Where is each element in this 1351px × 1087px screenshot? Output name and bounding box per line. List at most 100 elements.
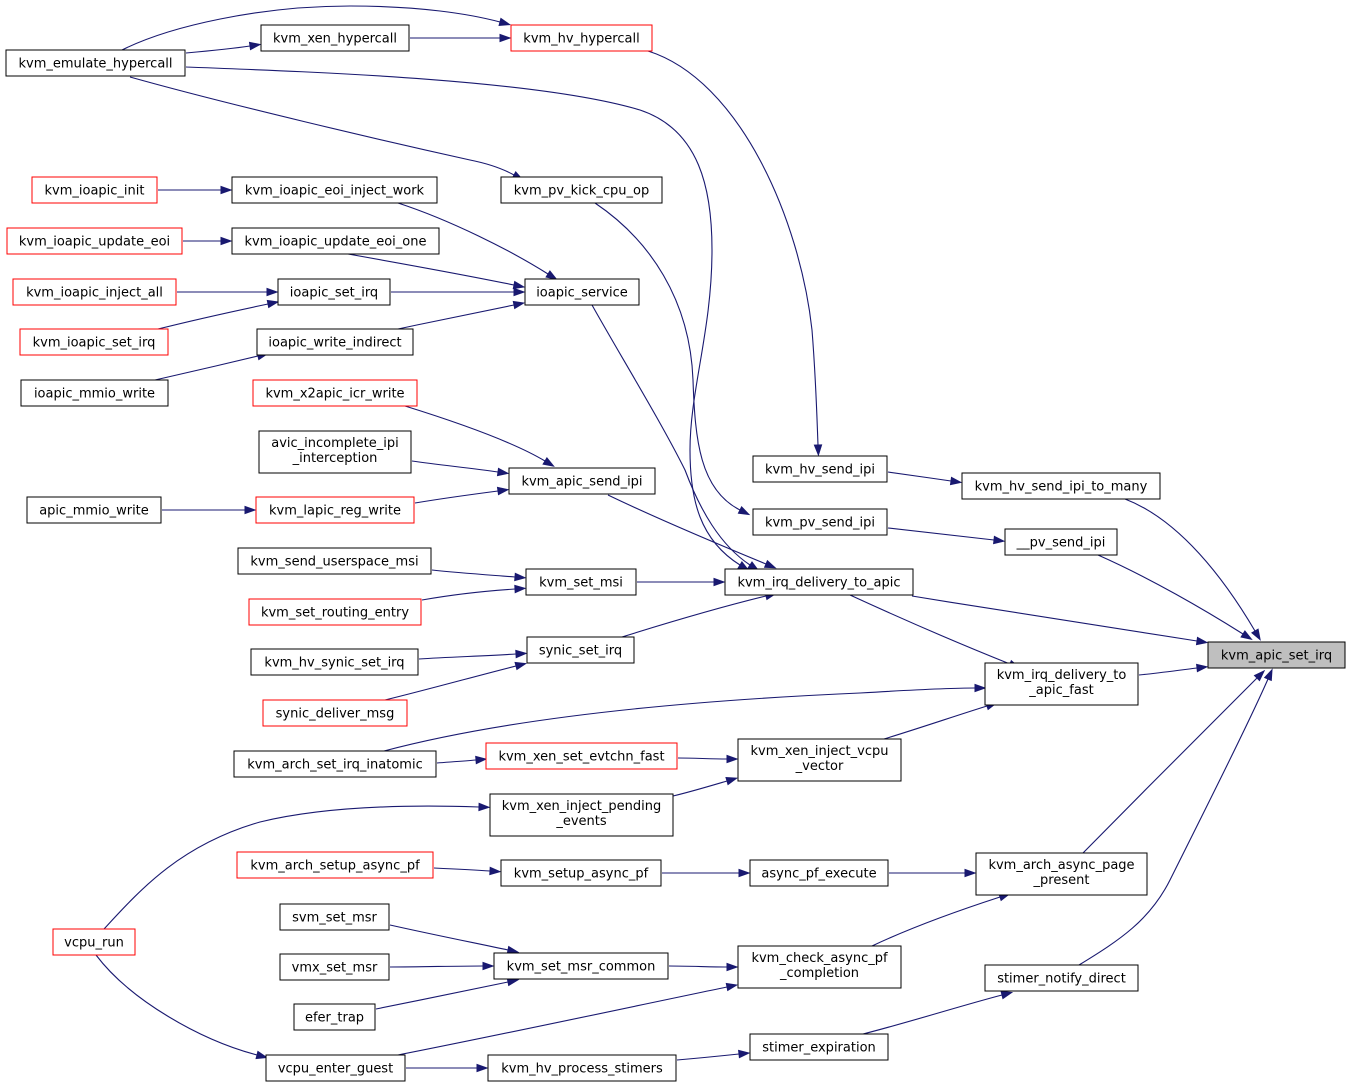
node-__pv_send_ipi[interactable]: __pv_send_ipi — [1004, 528, 1118, 556]
call-edge-kvm_xen_set_evtchn_fast-to-kvm_xen_inject_vcpu_vector — [677, 754, 739, 764]
node-box — [487, 1054, 677, 1082]
node-kvm_ioapic_eoi_inject_work[interactable]: kvm_ioapic_eoi_inject_work — [231, 176, 438, 204]
call-edge-efer_trap-to-kvm_set_msr_common — [375, 977, 520, 1010]
node-kvm_x2apic_icr_write[interactable]: kvm_x2apic_icr_write — [252, 379, 418, 407]
call-edge-kvm_arch_setup_async_pf-to-kvm_setup_async_pf — [433, 866, 502, 876]
node-kvm_xen_hypercall[interactable]: kvm_xen_hypercall — [260, 24, 410, 52]
call-edge-kvm_arch_async_page_present-to-kvm_apic_set_irq — [1082, 669, 1266, 854]
node-ioapic_set_irq[interactable]: ioapic_set_irq — [277, 278, 391, 306]
node-kvm_hv_hypercall[interactable]: kvm_hv_hypercall — [510, 24, 653, 52]
node-svm_set_msr[interactable]: svm_set_msr — [279, 903, 390, 931]
node-kvm_pv_send_ipi[interactable]: kvm_pv_send_ipi — [752, 508, 888, 536]
call-edge-__pv_send_ipi-to-kvm_apic_set_irq — [1097, 554, 1253, 641]
node-kvm_arch_async_page_present[interactable]: kvm_arch_async_page_present — [975, 852, 1148, 896]
node-synic_deliver_msg[interactable]: synic_deliver_msg — [262, 699, 408, 727]
node-box — [277, 278, 391, 306]
node-label: kvm_hv_process_stimers — [501, 1062, 663, 1077]
node-efer_trap[interactable]: efer_trap — [293, 1003, 376, 1031]
node-kvm_set_routing_entry[interactable]: kvm_set_routing_entry — [248, 598, 422, 626]
call-edge-vcpu_run-to-vcpu_enter_guest — [95, 954, 269, 1060]
call-edge-vcpu_run-to-kvm_xen_inject_pending_events — [103, 802, 491, 930]
node-box — [1207, 641, 1346, 669]
node-vmx_set_msr[interactable]: vmx_set_msr — [279, 953, 390, 981]
node-kvm_xen_inject_vcpu_vector[interactable]: kvm_xen_inject_vcpu_vector — [737, 738, 902, 782]
call-edge-ioapic_set_irq-to-ioapic_service — [391, 287, 526, 297]
node-label: kvm_lapic_reg_write — [269, 504, 401, 519]
call-edge-kvm_x2apic_icr_write-to-kvm_apic_send_ipi — [404, 405, 555, 467]
node-box — [262, 699, 408, 727]
node-label: kvm_set_msi — [539, 576, 623, 591]
node-label: _events — [555, 814, 607, 829]
node-box — [975, 852, 1148, 896]
call-edge-kvm_set_msi-to-kvm_irq_delivery_to_apic — [636, 577, 726, 587]
node-label: synic_set_irq — [539, 644, 622, 659]
node-label: kvm_irq_delivery_to — [997, 668, 1127, 683]
node-kvm_arch_set_irq_inatomic[interactable]: kvm_arch_set_irq_inatomic — [233, 750, 437, 778]
node-kvm_xen_set_evtchn_fast[interactable]: kvm_xen_set_evtchn_fast — [485, 742, 678, 770]
call-edge-kvm_ioapic_eoi_inject_work-to-ioapic_service — [397, 202, 558, 281]
node-kvm_check_async_pf_completion[interactable]: kvm_check_async_pf_completion — [737, 945, 902, 989]
call-edge-kvm_check_async_pf_completion-to-kvm_arch_async_page_present — [871, 893, 1011, 947]
node-kvm_apic_send_ipi[interactable]: kvm_apic_send_ipi — [508, 467, 656, 495]
node-kvm_set_msr_common[interactable]: kvm_set_msr_common — [493, 952, 669, 980]
node-box — [1004, 528, 1118, 556]
node-label: kvm_arch_set_irq_inatomic — [247, 758, 422, 773]
node-kvm_arch_setup_async_pf[interactable]: kvm_arch_setup_async_pf — [236, 851, 434, 879]
node-kvm_send_userspace_msi[interactable]: kvm_send_userspace_msi — [237, 547, 432, 575]
node-box — [260, 24, 410, 52]
node-kvm_ioapic_update_eoi[interactable]: kvm_ioapic_update_eoi — [6, 227, 183, 255]
node-vcpu_enter_guest[interactable]: vcpu_enter_guest — [265, 1054, 406, 1082]
node-stimer_notify_direct[interactable]: stimer_notify_direct — [984, 964, 1139, 992]
node-label: kvm_apic_send_ipi — [521, 475, 642, 490]
node-box — [279, 953, 390, 981]
call-edge-synic_deliver_msg-to-synic_set_irq — [384, 661, 528, 701]
node-label: kvm_check_async_pf — [751, 951, 888, 966]
node-box — [485, 742, 678, 770]
node-kvm_irq_delivery_to_apic[interactable]: kvm_irq_delivery_to_apic — [724, 568, 914, 596]
node-vcpu_run[interactable]: vcpu_run — [52, 928, 136, 956]
node-kvm_lapic_reg_write[interactable]: kvm_lapic_reg_write — [255, 496, 415, 524]
node-box — [256, 328, 414, 356]
node-box — [231, 227, 440, 255]
node-kvm_xen_inject_pending_events[interactable]: kvm_xen_inject_pending_events — [489, 793, 674, 837]
node-box — [526, 636, 635, 664]
node-ioapic_service[interactable]: ioapic_service — [524, 278, 640, 306]
call-edge-kvm_apic_send_ipi-to-kvm_irq_delivery_to_apic — [607, 494, 777, 569]
node-kvm_apic_set_irq[interactable]: kvm_apic_set_irq — [1207, 641, 1346, 669]
node-box — [279, 903, 390, 931]
node-kvm_ioapic_inject_all[interactable]: kvm_ioapic_inject_all — [12, 278, 177, 306]
node-kvm_emulate_hypercall[interactable]: kvm_emulate_hypercall — [5, 49, 186, 77]
node-kvm_hv_process_stimers[interactable]: kvm_hv_process_stimers — [487, 1054, 677, 1082]
call-edge-kvm_hv_send_ipi_to_many-to-kvm_apic_set_irq — [1124, 498, 1261, 641]
node-ioapic_mmio_write[interactable]: ioapic_mmio_write — [20, 379, 169, 407]
node-kvm_ioapic_set_irq[interactable]: kvm_ioapic_set_irq — [19, 328, 169, 356]
node-label: svm_set_msr — [292, 911, 377, 926]
node-kvm_hv_synic_set_irq[interactable]: kvm_hv_synic_set_irq — [250, 648, 419, 676]
node-synic_set_irq[interactable]: synic_set_irq — [526, 636, 635, 664]
node-label: kvm_arch_setup_async_pf — [250, 859, 420, 874]
node-box — [984, 662, 1139, 706]
node-async_pf_execute[interactable]: async_pf_execute — [749, 859, 889, 887]
node-kvm_irq_delivery_to_apic_fast[interactable]: kvm_irq_delivery_to_apic_fast — [984, 662, 1139, 706]
node-label: async_pf_execute — [761, 867, 876, 882]
node-kvm_setup_async_pf[interactable]: kvm_setup_async_pf — [500, 859, 662, 887]
node-label: kvm_hv_send_ipi — [765, 463, 875, 478]
node-label: kvm_ioapic_eoi_inject_work — [245, 184, 425, 199]
node-avic_incomplete_ipi_interception[interactable]: avic_incomplete_ipi_interception — [258, 430, 412, 474]
node-kvm_pv_kick_cpu_op[interactable]: kvm_pv_kick_cpu_op — [500, 176, 663, 204]
node-ioapic_write_indirect[interactable]: ioapic_write_indirect — [256, 328, 414, 356]
call-edge-ioapic_service-to-kvm_irq_delivery_to_apic — [591, 304, 760, 572]
node-kvm_ioapic_update_eoi_one[interactable]: kvm_ioapic_update_eoi_one — [231, 227, 440, 255]
node-label: _apic_fast — [1028, 683, 1093, 698]
node-kvm_hv_send_ipi[interactable]: kvm_hv_send_ipi — [752, 455, 888, 483]
node-kvm_ioapic_init[interactable]: kvm_ioapic_init — [31, 176, 158, 204]
node-box — [737, 945, 902, 989]
node-box — [752, 455, 888, 483]
node-stimer_expiration[interactable]: stimer_expiration — [749, 1033, 889, 1061]
node-box — [231, 176, 438, 204]
node-kvm_hv_send_ipi_to_many[interactable]: kvm_hv_send_ipi_to_many — [961, 472, 1161, 500]
node-box — [265, 1054, 406, 1082]
call-edge-kvm_irq_delivery_to_apic_fast-to-kvm_apic_set_irq — [1138, 663, 1209, 676]
node-apic_mmio_write[interactable]: apic_mmio_write — [26, 496, 162, 524]
node-kvm_set_msi[interactable]: kvm_set_msi — [525, 568, 637, 596]
